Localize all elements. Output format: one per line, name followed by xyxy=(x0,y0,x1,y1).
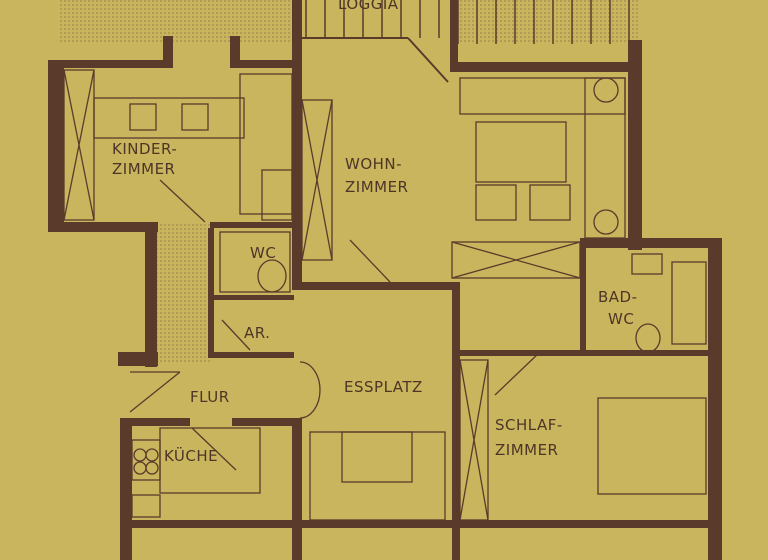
label-wohnzimmer-1: WOHN- xyxy=(345,155,402,173)
label-wc: WC xyxy=(250,244,276,262)
furniture xyxy=(63,69,707,521)
label-loggia: LOGGIA xyxy=(338,0,399,13)
walls xyxy=(48,0,722,560)
label-bad-2: WC xyxy=(608,310,634,328)
label-schlafzimmer-2: ZIMMER xyxy=(495,441,558,459)
label-kueche: KÜCHE xyxy=(164,446,218,465)
label-bad-1: BAD- xyxy=(598,288,638,306)
label-flur: FLUR xyxy=(190,388,230,406)
label-schlafzimmer-1: SCHLAF- xyxy=(495,416,563,434)
label-kinderzimmer-1: KINDER- xyxy=(112,140,177,158)
label-essplatz: ESSPLATZ xyxy=(344,378,423,396)
label-kinderzimmer-2: ZIMMER xyxy=(112,160,175,178)
loggia xyxy=(60,0,638,83)
hall-floor-texture xyxy=(155,222,210,362)
label-wohnzimmer-2: ZIMMER xyxy=(345,178,408,196)
label-ar: AR. xyxy=(244,324,270,342)
